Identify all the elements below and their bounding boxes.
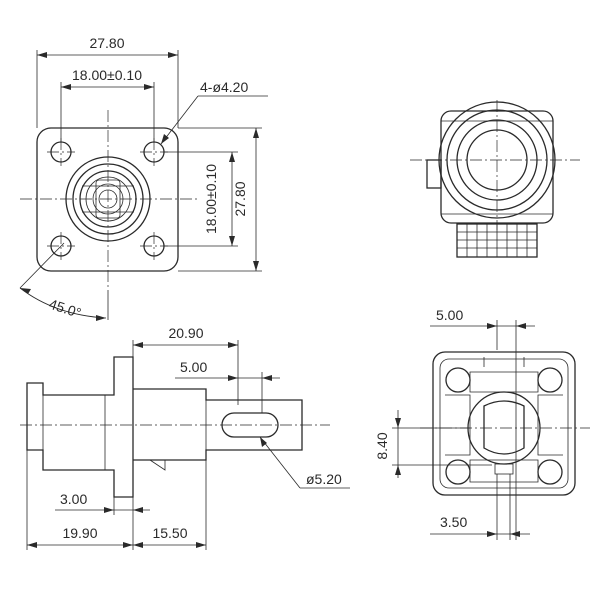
section-shaft	[133, 388, 303, 461]
dim-text-diameter-5-20: ø5.20	[306, 471, 342, 487]
dim-text-hole-spacing-v: 18.00±0.10	[203, 164, 219, 234]
dim-length-5-00-side: 5.00	[175, 359, 280, 413]
dim-text-length-15-50: 15.50	[152, 525, 187, 541]
dim-text-hole-callout: 4-ø4.20	[200, 79, 248, 95]
dim-rear-3-50: 3.50	[430, 474, 530, 540]
dim-text-rear-3-50: 3.50	[440, 514, 467, 530]
dim-text-rear-8-40: 8.40	[374, 432, 390, 459]
section-slot	[221, 412, 279, 438]
dim-hole-spacing-h: 18.00±0.10	[60, 67, 155, 142]
dim-length-20-90: 20.90	[132, 325, 239, 405]
dim-hole-callout: 4-ø4.20	[160, 79, 268, 145]
rear-bore	[483, 400, 525, 455]
front-socket	[65, 156, 151, 242]
dim-text-flange-3-00: 3.00	[60, 491, 87, 507]
dim-rear-8-40: 8.40	[374, 410, 492, 478]
dim-text-overall-height: 27.80	[232, 181, 248, 216]
side-view	[410, 100, 580, 258]
dim-overall-width: 27.80	[36, 35, 179, 128]
rear-view: 5.00 8.40 3.50	[374, 307, 590, 540]
dim-overall-height: 27.80	[178, 127, 262, 272]
dim-rear-5-00: 5.00	[430, 307, 535, 540]
front-view: 27.80 18.00±0.10 4-ø4.20 18.00±0.10	[19, 35, 268, 321]
dim-text-length-20-90: 20.90	[168, 325, 203, 341]
section-view: 20.90 5.00 ø5.20 3.00	[20, 325, 350, 550]
dim-text-angle: 45.0°	[47, 296, 83, 321]
dim-angle: 45.0°	[19, 242, 109, 321]
dim-text-length-5-00-side: 5.00	[180, 359, 207, 375]
dim-hole-spacing-v: 18.00±0.10	[164, 151, 238, 247]
dim-diameter-5-20: ø5.20	[259, 436, 350, 489]
rear-holes	[445, 367, 563, 485]
dim-lengths-bottom: 19.90 15.50	[26, 450, 207, 550]
front-flange-outline	[36, 127, 179, 272]
side-thread	[456, 223, 538, 258]
dim-text-rear-5-00: 5.00	[436, 307, 463, 323]
dim-text-length-19-90: 19.90	[62, 525, 97, 541]
dim-text-overall-width: 27.80	[89, 35, 124, 51]
dim-flange-3-00: 3.00	[55, 491, 150, 515]
rear-flange-outline	[432, 351, 576, 496]
dim-text-hole-spacing-h: 18.00±0.10	[72, 67, 142, 83]
